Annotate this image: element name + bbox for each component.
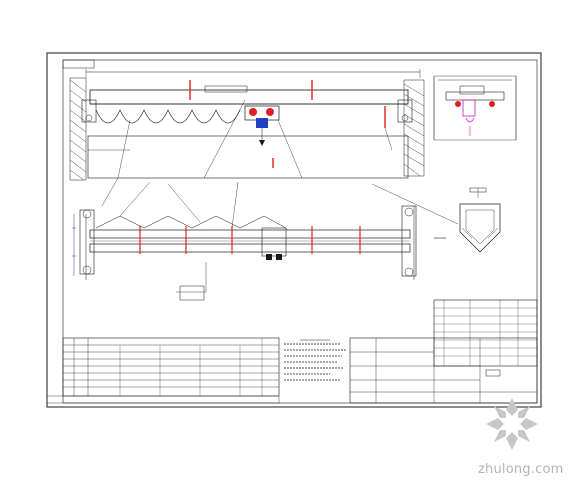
- plan-view: [72, 177, 459, 301]
- drawing-code-box: [62, 59, 95, 69]
- front-elevation-view: [69, 69, 425, 181]
- side-elevation-view: [433, 75, 517, 141]
- left-wall-hatch: [69, 77, 87, 181]
- hoist-trolley: [244, 105, 280, 146]
- section-detail-view: [434, 187, 501, 253]
- watermark-logo: [486, 398, 538, 450]
- watermark-site-text: zhulong.com: [478, 462, 564, 477]
- main-girder: [89, 89, 409, 105]
- end-carriage-left: [81, 99, 97, 123]
- plan-girder-rear: [89, 243, 411, 253]
- span-frame: [87, 135, 409, 179]
- end-carriage-right: [397, 99, 413, 123]
- parts-list: [433, 299, 538, 367]
- outer-border: [46, 52, 542, 408]
- power-cable-sag: [95, 109, 241, 124]
- girder-top-box: [204, 85, 248, 93]
- title-block: [349, 337, 538, 404]
- technical-notes: [284, 339, 346, 381]
- inner-border: [62, 59, 538, 404]
- plan-girder-front: [89, 229, 411, 239]
- plan-cable: [95, 215, 287, 229]
- spec-table: [46, 337, 280, 404]
